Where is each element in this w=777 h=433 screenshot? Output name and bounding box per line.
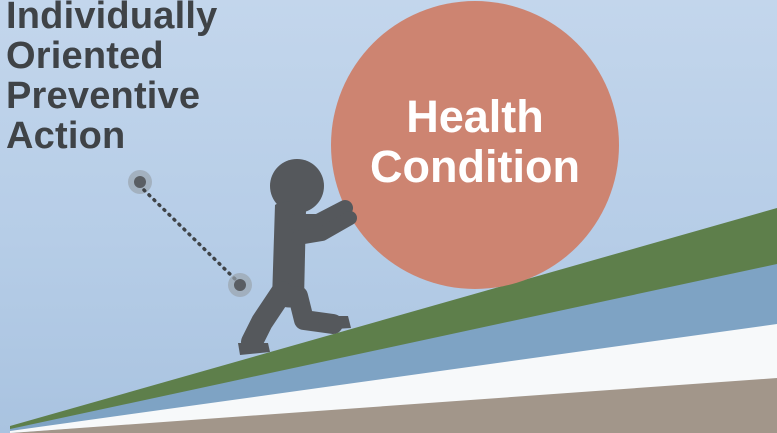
heading-line: Preventive (6, 75, 201, 117)
ball-label-line: Health (406, 91, 544, 142)
health-condition-ball (331, 1, 619, 289)
preventive-action-heading: Individually Oriented Preventive Action (6, 0, 217, 156)
connector-dot-icon (128, 170, 252, 297)
heading-line: Action (6, 115, 126, 157)
ball-label-line: Condition (370, 141, 580, 192)
slope-band-green (10, 208, 777, 429)
person-pushing-icon (238, 159, 357, 355)
health-condition-label: Health Condition (332, 92, 618, 192)
heading-line: Oriented (6, 35, 164, 77)
heading-line: Individually (6, 0, 218, 37)
